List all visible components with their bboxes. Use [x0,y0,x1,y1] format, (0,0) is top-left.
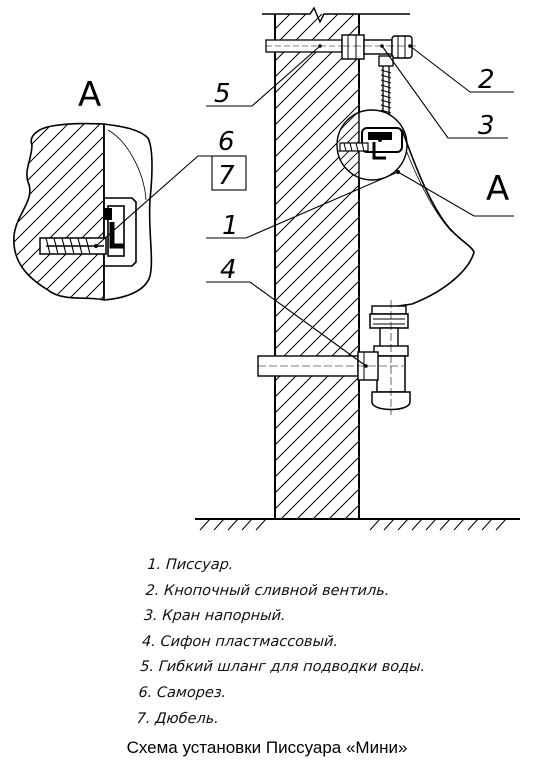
callout-7: 7 [218,161,235,191]
callout-5: 5 [214,79,231,109]
legend-item: 7. Дюбель. [136,710,220,727]
detail-letter-left: A [78,75,101,115]
legend-item: 2. Кнопочный сливной вентиль. [145,582,391,599]
floor [195,518,520,531]
callout-3: 3 [478,111,495,141]
callout-4: 4 [220,255,237,285]
legend-item: 1. Писсуар. [146,557,234,573]
callout-1: 1 [222,211,239,241]
detail-letter-right: A [486,169,509,209]
callout-6: 6 [218,127,235,157]
legend-item: 5. Гибкий шланг для подводки воды. [139,659,426,676]
legend-item: 6. Саморез. [137,684,227,701]
legend-item: 3. Кран напорный. [143,608,287,625]
callout-2: 2 [478,65,495,95]
drain-pipe [257,351,404,381]
mounting-detail-circle [336,109,408,181]
parts-legend: 1. Писсуар. 2. Кнопочный сливной вентиль… [136,553,433,732]
wall-section [262,6,410,519]
legend-item: 4. Сифон пластмассовый. [141,633,339,650]
diagram-caption: Схема установки Писсуара «Мини» [126,738,408,757]
detail-view-a [13,122,153,302]
water-supply-hose [265,39,343,53]
plastic-siphon [369,300,411,415]
callout-labels: A A 5 2 3 6 7 1 4 [78,65,509,285]
leader-lines [95,45,514,367]
